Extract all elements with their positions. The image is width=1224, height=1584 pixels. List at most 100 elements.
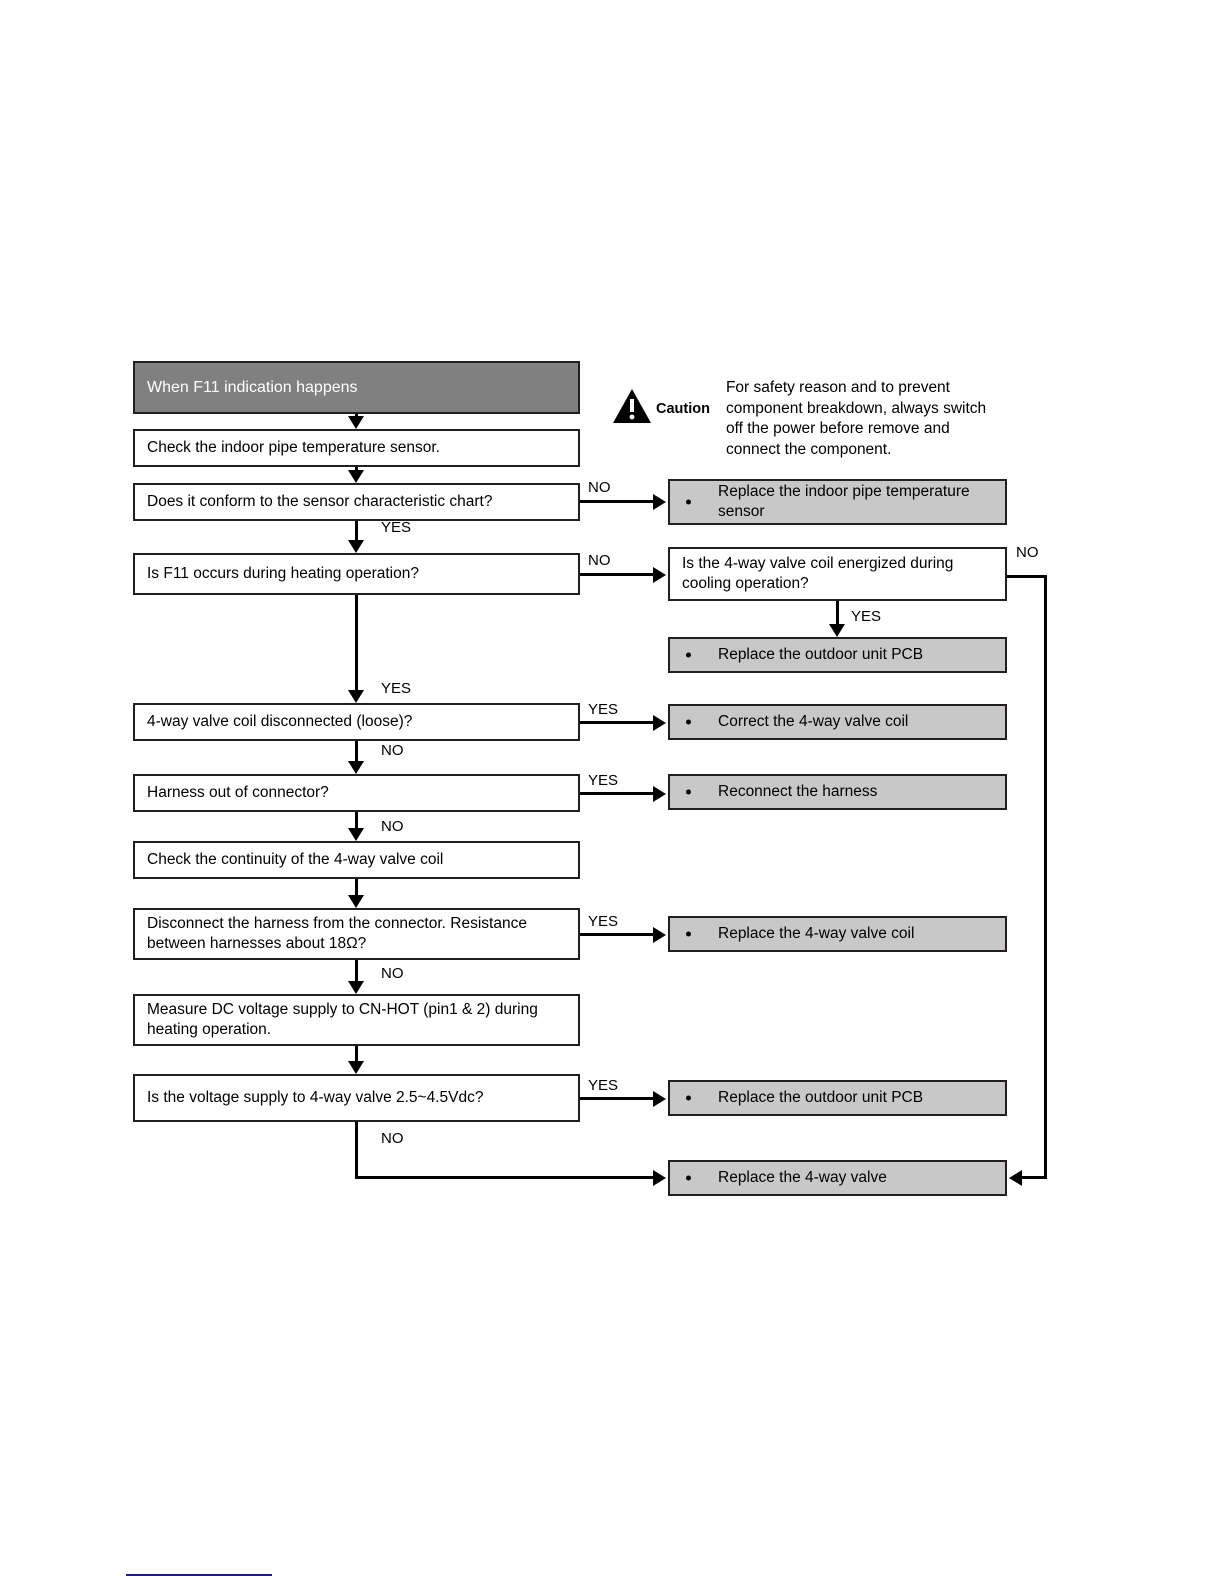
action-replace-pcb-top-label: Replace the outdoor unit PCB [718,645,924,663]
connector-voltage-no-down [355,1122,358,1178]
caution-label: Caution [656,401,710,417]
action-replace-valve: Replace the 4-way valve [668,1160,1007,1196]
connector-energized-no-left [1022,1176,1047,1179]
bullet-icon [686,789,691,795]
step-harness-out-label: Harness out of connector? [147,783,329,801]
step-harness-out: Harness out of connector? [133,774,580,812]
label-yes-conform: YES [381,519,412,536]
step-check-continuity-label: Check the continuity of the 4-way valve … [147,850,444,868]
step-coil-energized-label: Is the 4-way valve coil energized during… [682,554,954,592]
step-check-sensor-label: Check the indoor pipe temperature sensor… [147,438,440,456]
warning-triangle-icon [612,388,652,429]
bullet-icon [686,1095,691,1101]
step-voltage-supply-label: Is the voltage supply to 4-way valve 2.5… [147,1088,484,1106]
flow-header-label: When F11 indication happens [147,378,358,396]
label-yes-resistance: YES [588,913,619,930]
arrow-down-icon [348,690,364,703]
step-coil-disconnected: 4-way valve coil disconnected (loose)? [133,703,580,741]
label-no-voltage: NO [381,1130,404,1147]
action-correct-coil-label: Correct the 4-way valve coil [718,712,909,730]
flow-header-box: When F11 indication happens [133,361,580,414]
action-replace-sensor-label: Replace the indoor pipe temperature sens… [718,482,970,520]
branch-voltage-yes [580,1097,655,1100]
arrow-down-icon [348,981,364,994]
branch-conform-no [580,500,655,503]
action-replace-pcb-bottom: Replace the outdoor unit PCB [668,1080,1007,1116]
connector-energized-no-down [1044,575,1047,1178]
connector-continuity-to-resistance [355,879,358,901]
step-conform-chart-label: Does it conform to the sensor characteri… [147,492,493,510]
action-replace-pcb-top: Replace the outdoor unit PCB [668,637,1007,673]
step-measure-dc-label: Measure DC voltage supply to CN-HOT (pin… [147,1000,538,1038]
caution-text: For safety reason and to prevent compone… [725,379,987,458]
arrow-down-icon [829,624,845,637]
arrow-down-icon [348,895,364,908]
action-correct-coil: Correct the 4-way valve coil [668,704,1007,740]
step-coil-disconnected-label: 4-way valve coil disconnected (loose)? [147,712,413,730]
action-reconnect-harness: Reconnect the harness [668,774,1007,810]
bullet-icon [686,1175,691,1181]
connector-coil-to-harness [355,741,358,769]
label-yes-harness: YES [588,772,619,789]
arrow-right-icon [653,786,666,802]
step-coil-energized: Is the 4-way valve coil energized during… [668,547,1007,601]
arrow-right-icon [653,1170,666,1186]
arrow-down-icon [348,761,364,774]
connector-energized-no-right [1007,575,1047,578]
arrow-right-icon [653,567,666,583]
footer-rule [126,1574,272,1576]
bullet-icon [686,499,691,505]
label-yes-energized: YES [851,608,882,625]
label-no-energized: NO [1016,544,1039,561]
arrow-down-icon [348,1061,364,1074]
label-no-conform: NO [588,479,611,496]
branch-coil-yes [580,721,655,724]
bullet-icon [686,719,691,725]
bullet-icon [686,652,691,658]
action-replace-coil: Replace the 4-way valve coil [668,916,1007,952]
action-replace-coil-label: Replace the 4-way valve coil [718,924,915,942]
step-check-sensor: Check the indoor pipe temperature sensor… [133,429,580,467]
connector-f11-to-coil [355,595,358,697]
label-yes-voltage: YES [588,1077,619,1094]
label-yes-coil: YES [588,701,619,718]
action-reconnect-harness-label: Reconnect the harness [718,782,878,800]
connector-conform-to-f11 [355,521,358,546]
arrow-right-icon [653,715,666,731]
arrow-right-icon [653,927,666,943]
step-resistance-label: Disconnect the harness from the connecto… [147,914,527,952]
connector-resistance-to-measure [355,960,358,983]
connector-energized-yes [836,601,839,629]
caution-icon-group: Caution [612,378,710,429]
arrow-down-icon [348,416,364,429]
label-no-f11: NO [588,552,611,569]
label-yes-f11: YES [381,680,412,697]
label-no-resistance: NO [381,965,404,982]
action-replace-sensor: Replace the indoor pipe temperature sens… [668,479,1007,525]
bullet-icon [686,931,691,937]
step-f11-heating: Is F11 occurs during heating operation? [133,553,580,595]
step-f11-heating-label: Is F11 occurs during heating operation? [147,564,419,582]
connector-measure-to-voltage [355,1046,358,1061]
branch-harness-yes [580,792,655,795]
arrow-down-icon [348,828,364,841]
step-voltage-supply: Is the voltage supply to 4-way valve 2.5… [133,1074,580,1122]
arrow-right-icon [653,494,666,510]
arrow-left-icon [1009,1170,1022,1186]
step-check-continuity: Check the continuity of the 4-way valve … [133,841,580,879]
label-no-harness: NO [381,818,404,835]
arrow-right-icon [653,1091,666,1107]
branch-resistance-yes [580,933,655,936]
arrow-down-icon [348,470,364,483]
branch-f11-no [580,573,655,576]
action-replace-pcb-bottom-label: Replace the outdoor unit PCB [718,1088,924,1106]
connector-voltage-no-right [355,1176,655,1179]
action-replace-valve-label: Replace the 4-way valve [718,1168,887,1186]
step-conform-chart: Does it conform to the sensor characteri… [133,483,580,521]
caution-block: Caution For safety reason and to prevent… [612,378,1012,460]
arrow-down-icon [348,540,364,553]
step-measure-dc: Measure DC voltage supply to CN-HOT (pin… [133,994,580,1046]
connector-harness-to-continuity [355,812,358,836]
label-no-coil: NO [381,742,404,759]
